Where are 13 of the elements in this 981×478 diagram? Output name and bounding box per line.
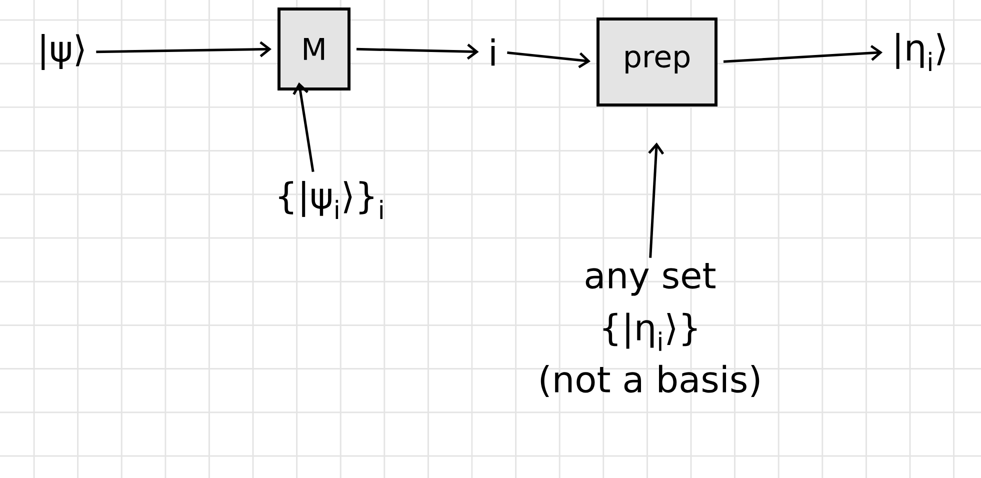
text-label: any set {|η$_{i}$⟩} (not a basis) <box>540 263 760 397</box>
arrow <box>648 142 664 258</box>
text-label: |η$_{i}$⟩ <box>896 32 946 72</box>
text-label: |ψ⟩ <box>42 34 84 70</box>
text-label: {|ψ$_{i}$⟩}$_{i}$ <box>279 180 383 220</box>
process-box: M <box>278 8 350 90</box>
arrow <box>507 51 591 68</box>
arrow <box>96 41 272 58</box>
text-label: i <box>491 38 495 66</box>
arrow <box>292 82 314 172</box>
arrow <box>723 44 883 63</box>
process-box: prep <box>596 18 718 106</box>
arrow <box>356 44 479 60</box>
